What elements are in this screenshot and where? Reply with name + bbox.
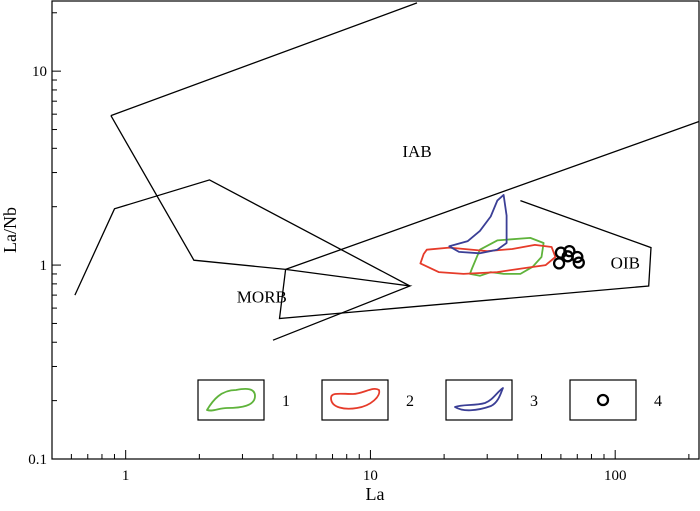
- legend-box-3: [445, 379, 513, 421]
- y-axis-label: La/Nb: [0, 207, 20, 253]
- legend: 1 2 3 4: [197, 379, 662, 421]
- field-line-oib-4: [278, 199, 652, 320]
- sample-point: [554, 246, 568, 259]
- region-label-iab: IAB: [402, 142, 431, 161]
- legend-label-1: 1: [282, 393, 290, 410]
- legend-label-3: 3: [530, 393, 538, 410]
- x-tick-label: 100: [604, 468, 627, 484]
- legend-label-2: 2: [406, 393, 414, 410]
- sample-points: [552, 244, 585, 270]
- legend-symbol-1: [206, 388, 256, 412]
- region-labels: IAB MORB OIB: [237, 142, 640, 306]
- plot-frame: [51, 0, 700, 460]
- y-tick-label: 10: [32, 64, 47, 80]
- sample-point: [571, 250, 584, 264]
- legend-label-4: 4: [654, 393, 662, 410]
- envelope-3: [448, 193, 508, 255]
- legend-box-1: [197, 379, 265, 421]
- legend-box-2: [321, 379, 389, 421]
- sample-point: [552, 257, 566, 270]
- sample-point: [572, 256, 585, 269]
- x-axis-label: La: [366, 484, 385, 504]
- envelope-2: [419, 243, 557, 275]
- sample-envelopes: [419, 193, 557, 277]
- field-line-morb-3: [74, 179, 411, 296]
- field-line-iab-2: [285, 120, 700, 271]
- y-tick-label: 0.1: [28, 452, 47, 468]
- x-tick-label: 1: [122, 468, 130, 484]
- legend-symbol-2: [330, 388, 381, 410]
- axis-ticks: 1 10 100 0.1 1 10: [28, 12, 690, 484]
- region-label-morb: MORB: [237, 288, 287, 307]
- region-label-oib: OIB: [611, 254, 640, 273]
- legend-symbol-3: [454, 387, 504, 412]
- x-tick-label: 10: [363, 468, 378, 484]
- legend-box-4: [569, 379, 637, 421]
- y-tick-label: 1: [40, 258, 48, 274]
- sample-point: [563, 244, 576, 258]
- field-line-iab-1: [110, 2, 418, 117]
- field-boundaries: [74, 2, 700, 341]
- legend-symbol-4: [596, 393, 610, 407]
